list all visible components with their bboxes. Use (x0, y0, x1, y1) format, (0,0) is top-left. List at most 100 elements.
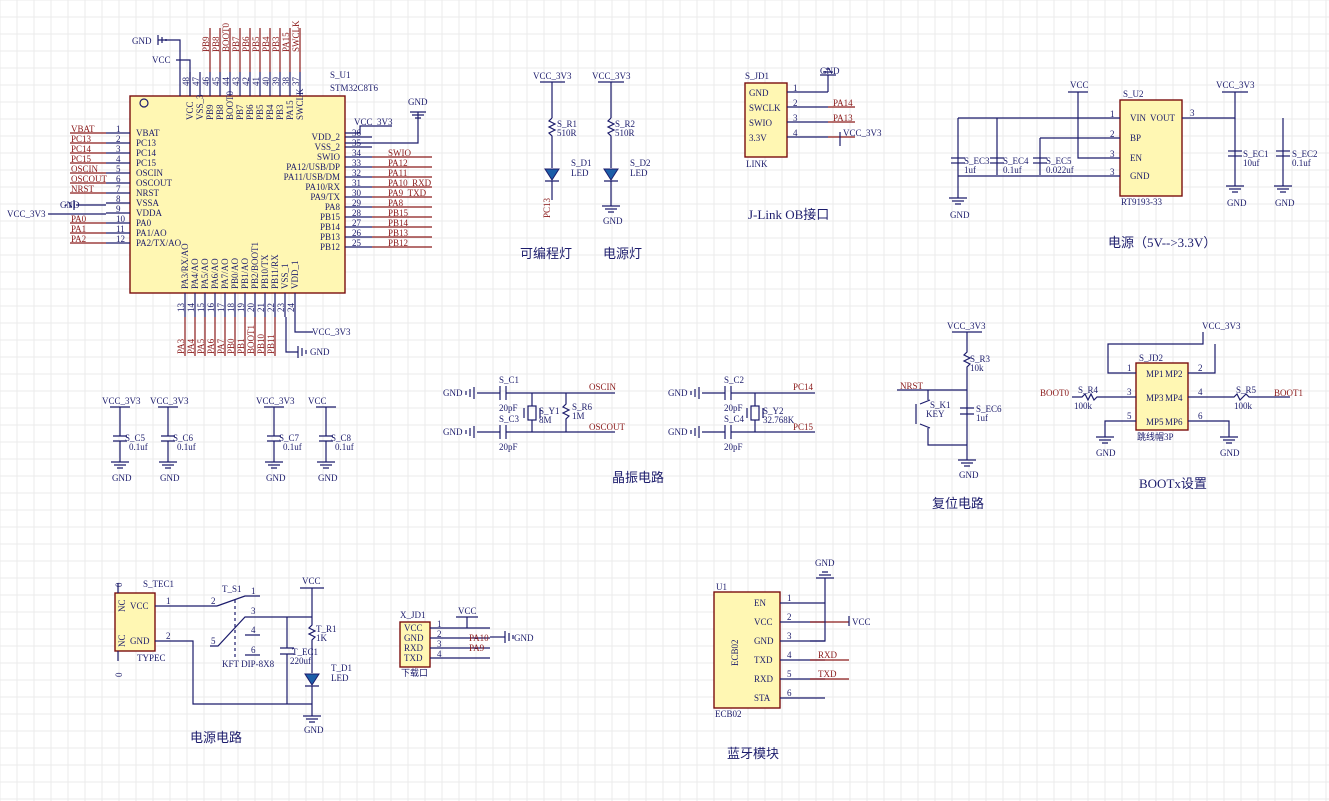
mcu-pin-name: PB3 (275, 104, 285, 120)
mcu-net-label: PA11 (388, 168, 407, 178)
crystal-section: GND GND S_C1 20pF S_C3 20pF S_Y1 8M S_R6… (443, 375, 815, 485)
mcu-pin-name: VBAT (136, 128, 160, 138)
jlink-net-label: VCC_3V3 (843, 128, 882, 138)
mcu-pin-name: VSS_3 (195, 94, 205, 120)
regulator-body[interactable] (1119, 99, 1183, 197)
resistor-icon (1188, 392, 1290, 402)
switch-ref: T_S1 (222, 584, 242, 594)
mcu-pin-name: PA5/AO (200, 258, 210, 289)
led-section: VCC_3V3 S_R1 510R S_D1 LED PC13 VCC_3V3 … (520, 71, 651, 261)
mcu-bottom-pins: PA3/RX/AO13PA3PA4/AO14PA4PA5/AO15PA5PA6/… (176, 242, 300, 356)
decoupling-cap-value: 0.1uf (283, 442, 302, 452)
crystal-r6-val: 1M (572, 411, 585, 421)
ground-icon (602, 205, 620, 213)
boot-pin-number: 6 (1198, 411, 1203, 421)
mcu-net-label: PB0 (226, 338, 236, 354)
bluetooth-net-label: RXD (818, 650, 838, 660)
mcu-pin-number: 4 (116, 154, 121, 164)
reset-vcc-label: VCC_3V3 (947, 321, 986, 331)
mcu-top-gnd-label: GND (132, 36, 152, 46)
mcu-pin-name: PB12 (320, 242, 340, 252)
mcu-pin-name: PA2/TX/AO (136, 238, 182, 248)
mcu-left-vcc33-label: VCC_3V3 (7, 209, 46, 219)
decoupling-cap-ref: S_C5 (125, 433, 146, 443)
jlink-ref: S_JD1 (745, 71, 769, 81)
mcu-pin-name: PB15 (320, 212, 341, 222)
download-ref: X_JD1 (400, 610, 426, 620)
led-r1-val: 510R (557, 128, 577, 138)
regulator-cap-ref: S_EC1 (1243, 149, 1269, 159)
mcu-net-label: PB7 (231, 36, 241, 52)
switch-pin-4: 4 (251, 625, 256, 635)
regulator-pin-number: 1 (1110, 109, 1115, 119)
boot-gnd-label-2: GND (1220, 448, 1240, 458)
mcu-net-label: PA12 (388, 158, 408, 168)
usb-power-section: S_TEC1 TYPEC VCC GND NC NC 0 0 1 2 T_S1 … (114, 576, 352, 745)
mcu-left-pins: VBAT1VBATPC132PC13PC143PC14PC154PC15OSCI… (70, 124, 182, 248)
mcu-body[interactable] (129, 95, 346, 294)
mcu-pin-name: OSCIN (136, 168, 164, 178)
mcu-pin-number: 7 (116, 184, 121, 194)
mcu-net-label: PB12 (388, 238, 408, 248)
mcu-pin-name: VSS_1 (280, 263, 290, 289)
mcu-part: STM32C8T6 (330, 83, 379, 93)
crystal-oscin-net: OSCIN (589, 382, 617, 392)
jlink-pin-name: SWIO (749, 118, 772, 128)
regulator-pin-number: 3 (1110, 149, 1115, 159)
typec-connector-body[interactable] (114, 592, 156, 652)
mcu-bottom-vcc33-label: VCC_3V3 (312, 327, 351, 337)
jlink-pin-name: GND (749, 88, 769, 98)
mcu-net-label: PB9 (201, 36, 211, 52)
boot-title: BOOTx设置 (1139, 476, 1207, 491)
mcu-pin-number: 6 (116, 174, 121, 184)
mcu-net-label: PA3 (176, 338, 186, 354)
bluetooth-gnd-label: GND (815, 558, 835, 568)
mcu-pin-number: 41 (251, 77, 261, 86)
led-d2-val: LED (630, 168, 648, 178)
mcu-pin-name: PB6 (245, 104, 255, 120)
mcu-net-label: PB10 (256, 333, 266, 354)
mcu-top-pins: VCC48VSS_347PB946PB9PB845PB8BOOT044BOOT0… (181, 20, 305, 120)
mcu-net-label: PB3 (271, 36, 281, 52)
bluetooth-pin-name: VCC (754, 617, 773, 627)
led-r1-ref: S_R1 (557, 119, 577, 129)
reset-title: 复位电路 (932, 496, 984, 511)
led1-vcc-label: VCC_3V3 (533, 71, 572, 81)
regulator-title: 电源（5V-->3.3V） (1108, 235, 1216, 250)
regulator-gnd-label: GND (1227, 198, 1247, 208)
switch-pin-2: 2 (211, 596, 216, 606)
mcu-pin-name: PA3/RX/AO (180, 243, 190, 289)
boot-r5-val: 100k (1234, 401, 1253, 411)
bluetooth-module-body[interactable] (713, 591, 781, 709)
mcu-pin-number: 28 (352, 208, 362, 218)
decoupling-gnd-label: GND (266, 473, 286, 483)
mcu-net-label: PA6 (206, 338, 216, 354)
crystal-title: 晶振电路 (612, 470, 664, 485)
mcu-pin-number: 11 (116, 224, 125, 234)
decoupling-rail-label: VCC (308, 396, 327, 406)
jlink-net-label: PA14 (833, 98, 853, 108)
boot-r4-ref: S_R4 (1078, 385, 1099, 395)
bluetooth-title: 蓝牙模块 (727, 746, 779, 761)
mcu-net-label: BOOT0 (221, 23, 231, 52)
download-net-label: PA9 (469, 643, 485, 653)
crystal-y1-ref: S_Y1 (539, 406, 560, 416)
mcu-net-label: BOOT1 (246, 325, 256, 354)
download-connector-body[interactable] (399, 621, 431, 668)
regulator-cap-ref: S_EC5 (1046, 156, 1072, 166)
mcu-top-vcc-label: VCC (152, 55, 171, 65)
regulator-gnd-label: GND (950, 210, 970, 220)
regulator-pin-name: BP (1130, 133, 1141, 143)
bluetooth-pin-number: 1 (787, 593, 792, 603)
jlink-pin-number: 2 (793, 98, 798, 108)
jlink-connector-body[interactable] (744, 82, 788, 158)
ground-icon (1226, 185, 1244, 193)
led-r2-ref: S_R2 (615, 119, 635, 129)
boot-boot1-net: BOOT1 (1274, 388, 1303, 398)
decoupling-gnd-label: GND (160, 473, 180, 483)
mcu-pin-name: PB10/TX (260, 254, 270, 289)
